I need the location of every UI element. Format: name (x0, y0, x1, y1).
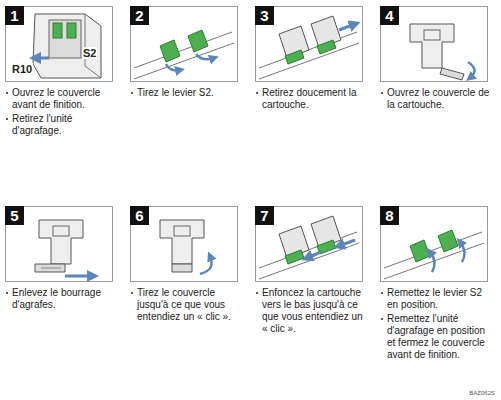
instruction-text: Enlevez le bourrage d'agrafes. (12, 287, 101, 310)
lever-illustration (134, 30, 234, 79)
illustration-frame: 5 (5, 206, 113, 282)
step-panel: 8Remettez le levier S2 en position. Remet… (380, 206, 490, 361)
illustration-frame: 3 (255, 6, 363, 82)
instruction-item: Ouvrez le couvercle avant de finition. (12, 87, 115, 111)
cartridge-illustration (259, 216, 359, 279)
bullet-dot (256, 292, 258, 294)
cartridge-illustration (410, 24, 475, 80)
illustration-frame: 2 (130, 6, 238, 82)
instruction-text: Retirez doucement la cartouche. (262, 87, 357, 110)
cartridge-illustration (35, 220, 93, 276)
instruction-text: Enfoncez la cartouche vers le bas jusqu'… (262, 287, 363, 334)
step-number: 6 (130, 206, 149, 225)
instruction-item: Retirez doucement la cartouche. (262, 87, 365, 111)
instruction-item: Enlevez le bourrage d'agrafes. (12, 287, 115, 311)
instruction-item: Ouvrez le couvercle de la cartouche. (387, 87, 490, 111)
step-panel: 7Enfoncez la cartouche vers le bas jusqu… (255, 206, 365, 335)
instruction-text: Tirez le couvercle jusqu'à ce que vous e… (137, 287, 231, 322)
instruction-text: Ouvrez le couvercle avant de finition. (12, 87, 100, 110)
cartridge-illustration (259, 16, 359, 79)
finisher-illustration (33, 14, 101, 78)
step-panel: 5Enlevez le bourrage d'agrafes. (5, 206, 115, 311)
instruction-text: Remettez l'unité d'agrafage en position … (387, 313, 485, 360)
lever-illustration (384, 230, 484, 279)
step-number: 1 (5, 6, 24, 25)
bullet-dot (381, 292, 383, 294)
instruction-text: Retirez l'unité d'agrafage. (12, 113, 72, 136)
bullet-dot (6, 92, 8, 94)
part-label: S2 (82, 47, 97, 59)
part-label: R10 (11, 63, 33, 75)
instruction-item: Remettez le levier S2 en position. (387, 287, 490, 311)
instruction-text: Ouvrez le couvercle de la cartouche. (387, 87, 489, 110)
step-panel: 4Ouvrez le couvercle de la cartouche. (380, 6, 490, 111)
bullet-dot (131, 92, 133, 94)
figure-code: BAZ062S (469, 390, 495, 397)
step-number: 4 (380, 6, 399, 25)
step-number: 2 (130, 6, 149, 25)
bullet-dot (6, 292, 8, 294)
bullet-dot (256, 92, 258, 94)
step-panel: 3Retirez doucement la cartouche. (255, 6, 365, 111)
illustration-frame: 4 (380, 6, 488, 82)
instruction-item: Tirez le levier S2. (137, 87, 240, 99)
bullet-dot (381, 318, 383, 320)
step-number: 5 (5, 206, 24, 225)
illustration-frame: 7 (255, 206, 363, 282)
bullet-dot (381, 92, 383, 94)
instruction-item: Retirez l'unité d'agrafage. (12, 113, 115, 137)
step-number: 8 (380, 206, 399, 225)
step-panel: 2Tirez le levier S2. (130, 6, 240, 99)
illustration-frame: 6 (130, 206, 238, 282)
illustration-frame: 8 (380, 206, 488, 282)
instruction-item: Enfoncez la cartouche vers le bas jusqu'… (262, 287, 365, 335)
instruction-text: Tirez le levier S2. (137, 87, 214, 98)
bullet-dot (131, 292, 133, 294)
step-panel: 6Tirez le couvercle jusqu'à ce que vous … (130, 206, 240, 323)
cartridge-illustration (160, 220, 212, 274)
step-number: 3 (255, 6, 274, 25)
bullet-dot (6, 118, 8, 120)
instruction-text: Remettez le levier S2 en position. (387, 287, 482, 310)
step-number: 7 (255, 206, 274, 225)
instruction-item: Remettez l'unité d'agrafage en position … (387, 313, 490, 361)
instruction-item: Tirez le couvercle jusqu'à ce que vous e… (137, 287, 240, 323)
